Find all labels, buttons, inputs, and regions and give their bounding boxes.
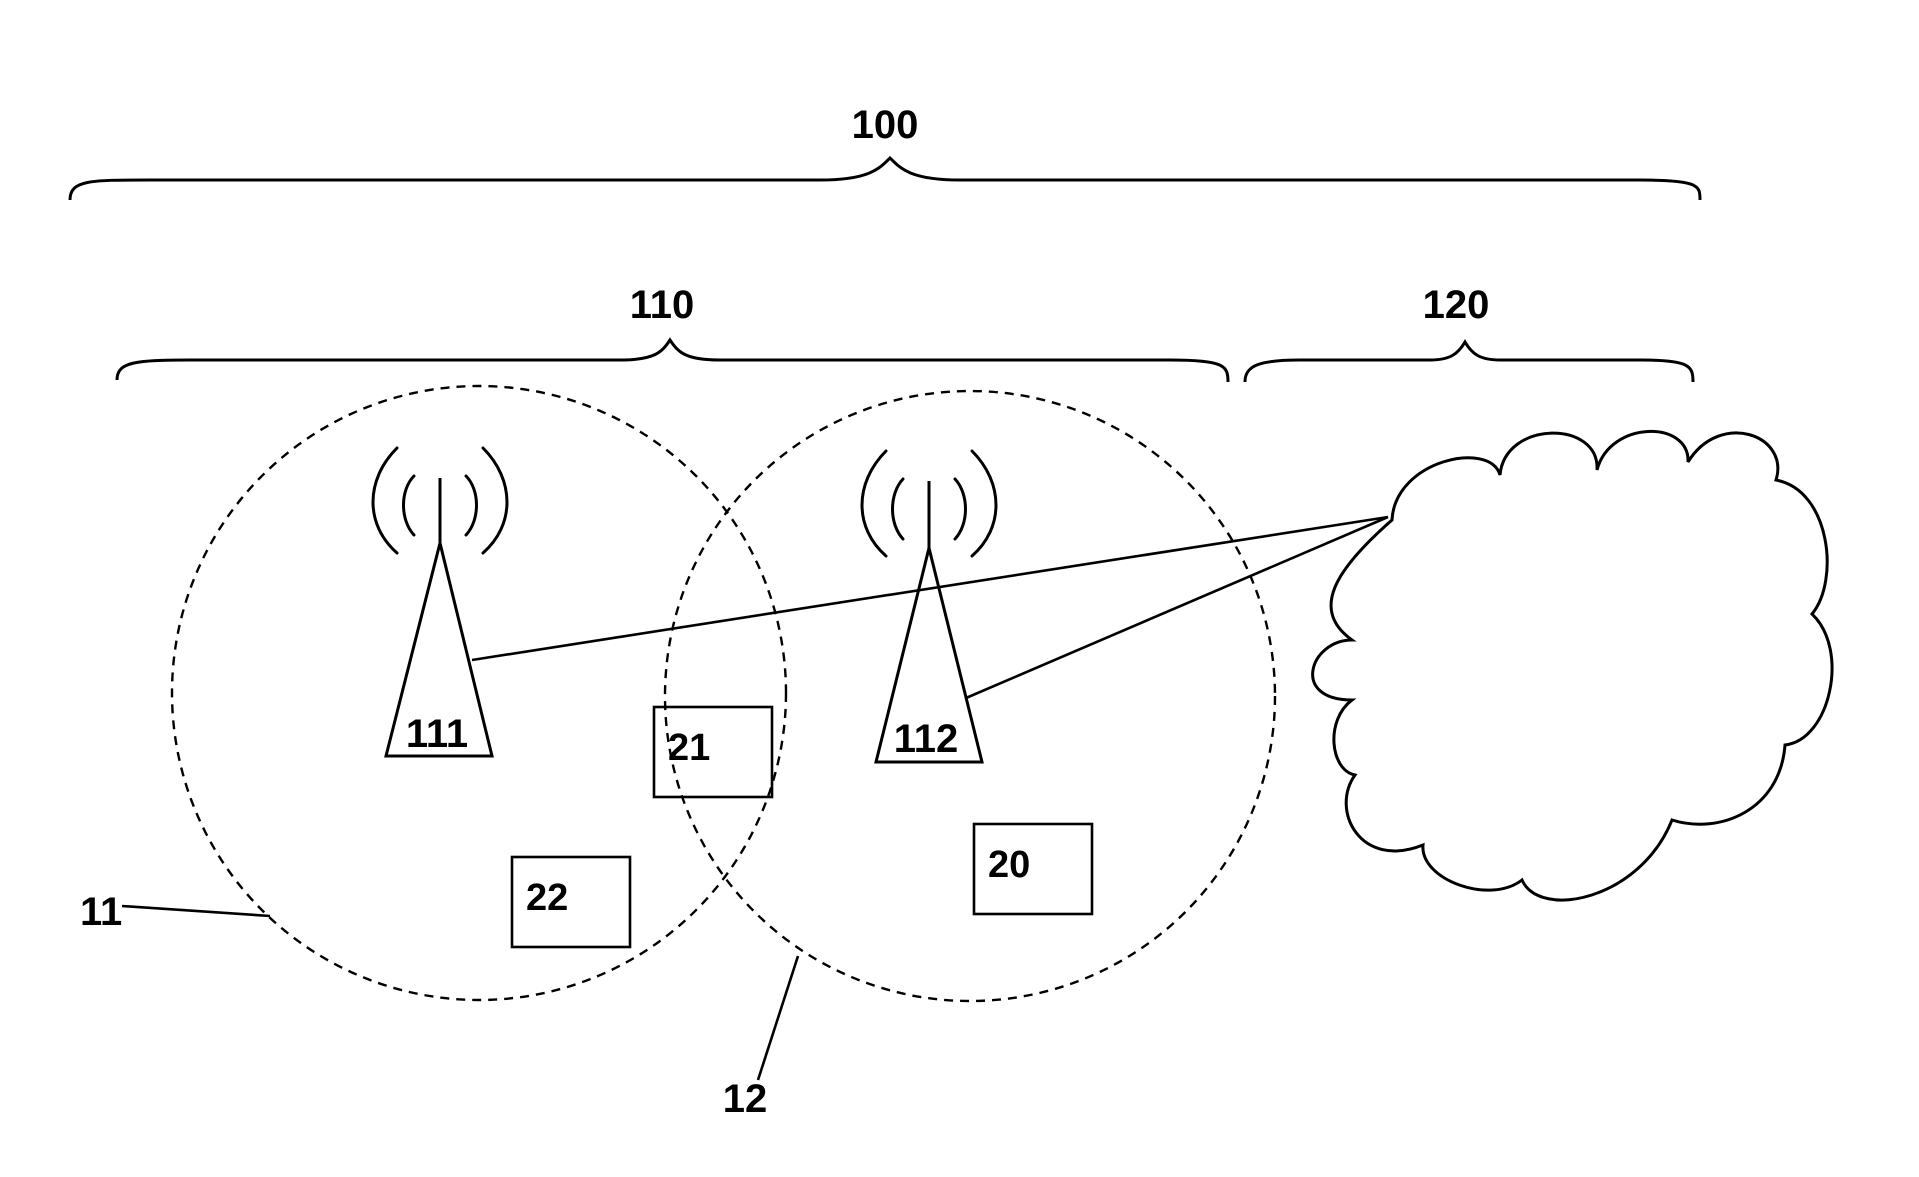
- system-brace: [70, 158, 1700, 200]
- signal-wave-outer-right-111: [483, 448, 507, 553]
- device-20: 20: [974, 824, 1092, 914]
- device-21-label: 21: [668, 727, 710, 769]
- core-brace: [1245, 342, 1693, 382]
- cell-12-label: 12: [723, 1077, 768, 1121]
- base-station-112-label: 112: [894, 717, 959, 761]
- ran-brace: [117, 340, 1228, 382]
- base-station-111-label: 111: [406, 712, 468, 756]
- signal-wave-inner-right-111: [466, 476, 477, 535]
- signal-wave-inner-right-112: [955, 479, 966, 539]
- cell-11-label: 11: [80, 890, 122, 934]
- device-21: 21: [654, 707, 772, 797]
- signal-wave-outer-left-111: [373, 448, 397, 553]
- system-label: 100: [852, 103, 919, 147]
- device-22: 22: [512, 857, 630, 947]
- signal-wave-outer-right-112: [972, 451, 996, 556]
- signal-wave-inner-left-111: [404, 476, 415, 535]
- link-112-to-core: [966, 517, 1388, 698]
- device-22-label: 22: [526, 877, 568, 919]
- cell-11-leader: [122, 906, 270, 916]
- core-label: 120: [1423, 283, 1490, 327]
- ran-label: 110: [630, 283, 695, 327]
- signal-wave-inner-left-112: [893, 479, 904, 539]
- device-20-label: 20: [988, 844, 1030, 886]
- base-station-112: 112: [862, 451, 996, 762]
- core-network-cloud: [1313, 431, 1832, 900]
- base-station-111: 111: [373, 448, 507, 756]
- signal-wave-outer-left-112: [862, 451, 886, 556]
- cell-11-circle: [172, 386, 786, 1000]
- cell-12-leader: [758, 956, 798, 1080]
